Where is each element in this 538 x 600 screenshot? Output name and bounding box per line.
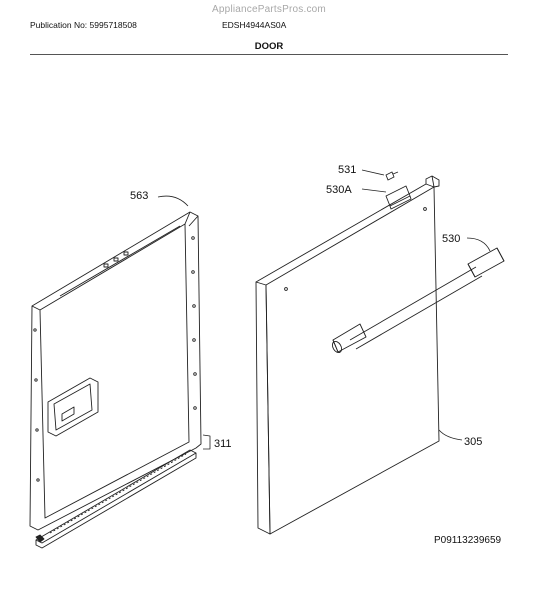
callout-305: 305	[464, 436, 482, 448]
callout-530A: 530A	[326, 184, 352, 196]
door-gasket	[35, 449, 197, 549]
outer-door-panel	[255, 175, 440, 535]
callout-563: 563	[130, 190, 148, 202]
watermark: AppliancePartsPros.com	[212, 4, 326, 15]
model-number: EDSH4944AS0A	[222, 20, 287, 30]
diagram-code: P09113239659	[434, 535, 502, 546]
leader-lines	[157, 169, 491, 450]
callout-311: 311	[214, 438, 232, 450]
header-divider	[30, 54, 508, 55]
publication-number: Publication No: 5995718508	[30, 20, 137, 30]
callout-530: 530	[442, 233, 460, 245]
handle-cover-and-screw	[385, 171, 412, 210]
section-title: DOOR	[254, 41, 284, 52]
inner-door-liner	[29, 211, 202, 531]
door-handle	[331, 247, 505, 354]
callout-531: 531	[338, 164, 356, 176]
